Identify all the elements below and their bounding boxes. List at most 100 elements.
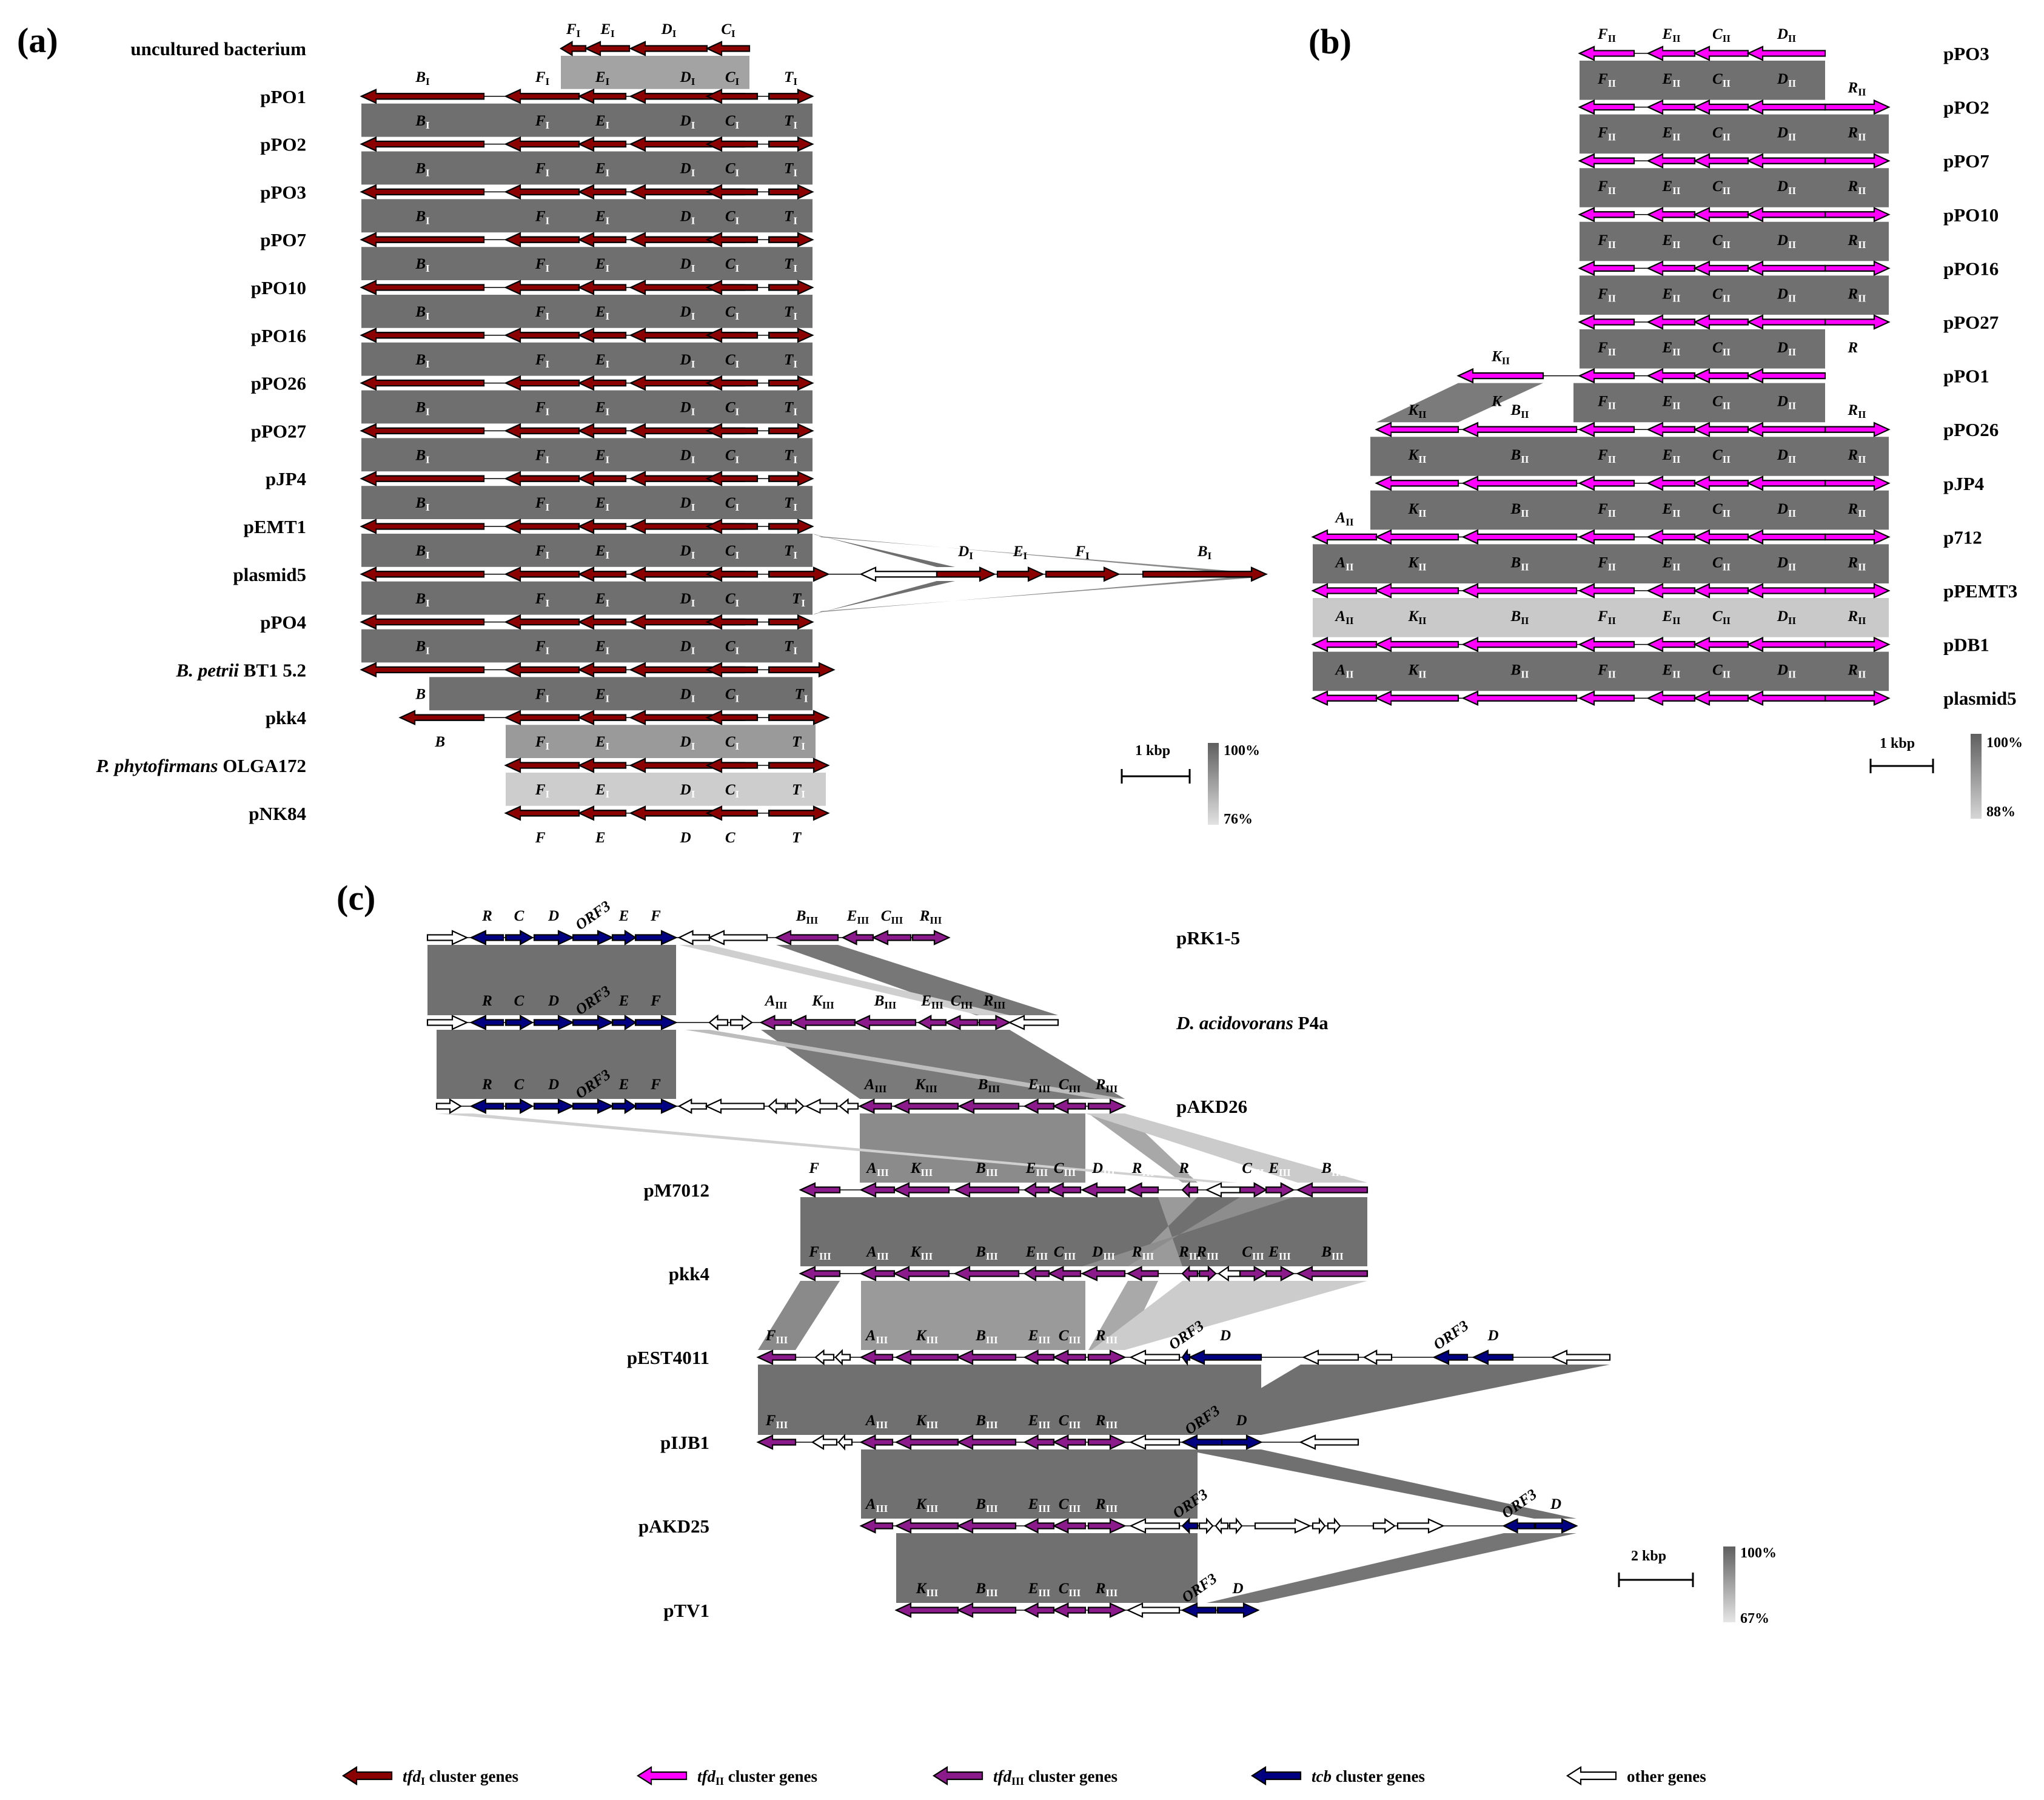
- gene-label-a-below-12-T: TI: [784, 639, 797, 657]
- gene-a-2-T: [768, 136, 814, 152]
- gene-label-b-below-6-E: EII: [1662, 394, 1681, 412]
- gene-b-12-C: [1693, 690, 1749, 706]
- gene-a-16-T: [768, 805, 830, 821]
- gene-label-b-above-7-K: KII: [1408, 402, 1427, 420]
- gene-label-c-7-2: BIII: [975, 1496, 998, 1514]
- track-label-c-5: pEST4011: [627, 1347, 709, 1368]
- gene-label-b-below-7-E: EII: [1662, 447, 1681, 465]
- track-label-a-0: uncultured bacterium: [130, 38, 306, 59]
- gene-c-8-6: [1181, 1602, 1217, 1618]
- gene-b-5-R: [1824, 314, 1891, 330]
- track-label-b-6: pPO1: [1943, 366, 1989, 387]
- gene-c-0-9: [774, 930, 839, 945]
- gene-label-a-below-2-B: BI: [415, 161, 430, 179]
- gene-label-a-below-16-D: DI: [680, 830, 695, 848]
- link-c-pRK-P4a: [776, 945, 1058, 1015]
- gene-label-a-below-7-T: TI: [784, 400, 797, 418]
- gene-c-6-10: [1181, 1434, 1223, 1450]
- scale-label-a: 1 kbp: [1135, 743, 1170, 759]
- gene-c-8-5: [1126, 1602, 1181, 1618]
- gene-label-b-top-E: EII: [1662, 26, 1681, 44]
- gene-label-a-below-14-D: DI: [680, 734, 695, 752]
- gene-label-a-below-6-F: FI: [535, 352, 550, 370]
- gene-label-c-3-8: RIII: [1178, 1160, 1201, 1178]
- gene-c-4-0: [799, 1266, 841, 1281]
- gene-c-5-13: [1362, 1349, 1393, 1365]
- gene-label-a-below-1-E: EI: [595, 113, 610, 131]
- gene-label-a-below-5-E: EI: [595, 304, 610, 322]
- gene-a-4-B: [360, 232, 485, 247]
- identity-max-a: 100%: [1224, 743, 1260, 759]
- track-label-a-5: pPO10: [251, 277, 306, 298]
- gene-label-b-below-7-B: BII: [1510, 447, 1529, 465]
- gene-c-6-2: [837, 1434, 853, 1451]
- gene-b-11-A: [1311, 636, 1378, 653]
- gene-c-5-16: [1550, 1349, 1611, 1365]
- gene-b-8-K: [1375, 475, 1459, 491]
- gene-a-2-C: [705, 136, 759, 152]
- gene-a-12-T: [768, 614, 814, 630]
- link-c-tcb-1: [437, 1030, 676, 1099]
- gene-b-1-C: [1693, 99, 1749, 115]
- gene-b-10-C: [1693, 583, 1749, 599]
- gene-label-a-below-5-C: CI: [725, 304, 740, 322]
- gene-label-a-below-7-B: BI: [415, 400, 430, 418]
- gene-label-a-below-6-C: CI: [725, 352, 740, 370]
- gene-label-c-0-12: RIII: [919, 908, 942, 926]
- gene-c-4-3: [953, 1266, 1020, 1281]
- gene-label-a-below-11-C: CI: [725, 591, 740, 609]
- gene-label-b-below-11-R: RII: [1848, 662, 1866, 680]
- gene-label-c-8-7: D: [1231, 1580, 1243, 1597]
- gene-label-b-below-9-F: FII: [1597, 554, 1616, 573]
- gene-a-5-T: [768, 280, 814, 295]
- gene-label-c-4-7: RIII: [1131, 1244, 1154, 1262]
- link-c-pkk4-pEST: [861, 1281, 1085, 1350]
- gene-label-b-below-0-F: FII: [1597, 71, 1616, 89]
- gene-c-3-11: [1265, 1182, 1295, 1198]
- gene-c-4-12: [1265, 1266, 1295, 1281]
- gene-c-7-13: [1327, 1517, 1341, 1535]
- gene-c-1-0: [426, 1015, 469, 1030]
- gene-c-4-4: [1023, 1266, 1050, 1281]
- gene-label-a-1-D: DI: [680, 69, 695, 87]
- gene-label-a-1-T: TI: [784, 69, 797, 87]
- gene-b-11-E: [1646, 636, 1696, 653]
- gene-c-1-4: [572, 1015, 614, 1030]
- gene-c-7-6: [1129, 1518, 1181, 1534]
- gene-a-6-E: [577, 327, 627, 343]
- gene-label-c-5-4: KIII: [916, 1328, 939, 1346]
- gene-c-3-8: [1181, 1181, 1199, 1198]
- gene-a-12-B: [360, 614, 485, 630]
- gene-b-6-F: [1578, 368, 1635, 384]
- gene-label-a-below-7-C: CI: [725, 400, 740, 418]
- gene-label-a-below-11-T: TI: [792, 591, 805, 609]
- gene-a-9-F: [504, 471, 580, 486]
- gene-c-5-3: [859, 1349, 894, 1365]
- gene-label-a-below-16-C: CI: [725, 830, 740, 848]
- track-label-c-1: D. acidovorans P4a: [1176, 1012, 1329, 1033]
- gene-c-7-17: [1534, 1518, 1578, 1534]
- gene-c-4-10: [1218, 1265, 1241, 1282]
- gene-c-8-7: [1216, 1602, 1260, 1618]
- gene-label-a-below-15-D: DI: [680, 782, 695, 800]
- gene-a-6-B: [360, 327, 485, 343]
- gene-label-a-below-13-T: TI: [795, 686, 808, 704]
- gene-a-plasmid5-ext-E: [996, 566, 1045, 582]
- legend-label-tcb: tcb cluster genes: [1312, 1767, 1425, 1785]
- scale-panel-a: 1 kbp 100% 76%: [1121, 743, 1260, 827]
- track-label-b-11: pDB1: [1943, 634, 1989, 656]
- gene-label-b-below-4-F: FII: [1597, 286, 1616, 304]
- identity-block-a-14: [506, 725, 816, 758]
- gene-c-2-0: [435, 1098, 463, 1114]
- gene-c-0-2: [504, 930, 534, 945]
- gene-a-11-F: [504, 566, 580, 582]
- gene-label-b-below-10-R: RII: [1848, 608, 1866, 626]
- gene-label-a-1-B: BI: [415, 69, 430, 87]
- identity-gradient-b: [1971, 734, 1982, 819]
- gene-c-3-6: [1081, 1182, 1126, 1198]
- link-c-pIJB1-pAKD25: [861, 1449, 1198, 1519]
- gene-b-4-C: [1693, 260, 1749, 277]
- gene-label-a-below-14-F: FI: [535, 734, 550, 752]
- gene-label-b-above-9-A: AII: [1335, 509, 1354, 528]
